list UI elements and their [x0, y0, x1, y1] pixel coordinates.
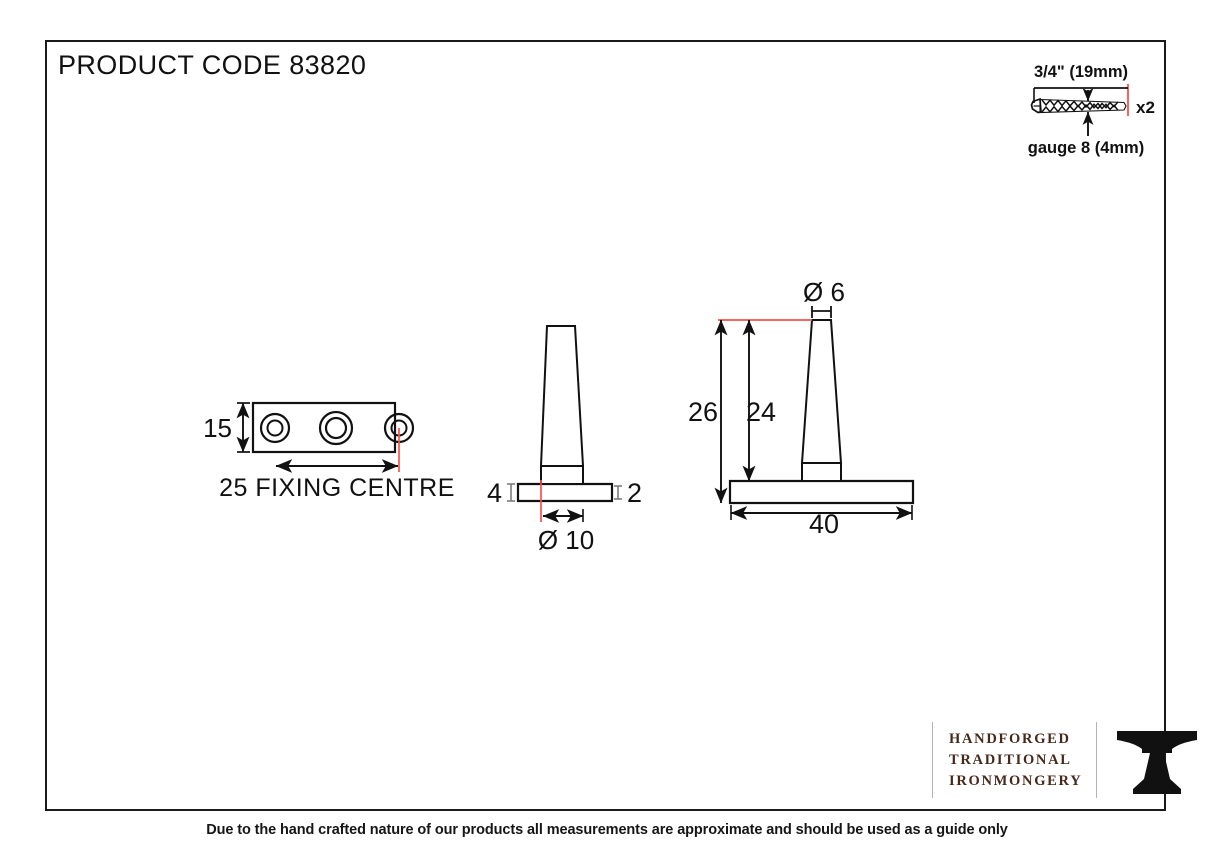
drawing-frame	[45, 40, 1166, 811]
brand-line-1: HANDFORGED	[949, 730, 1071, 747]
anvil-icon	[1097, 723, 1199, 797]
brand-block: HANDFORGED TRADITIONAL IRONMONGERY	[932, 718, 1199, 802]
brand-line-2: TRADITIONAL	[949, 751, 1072, 768]
brand-divider-left	[932, 722, 933, 798]
brand-divider-right	[1096, 722, 1098, 798]
brand-wordmark: HANDFORGED TRADITIONAL IRONMONGERY	[933, 729, 1096, 792]
page-title: PRODUCT CODE 83820	[58, 50, 367, 80]
brand-line-3: IRONMONGERY	[949, 772, 1083, 789]
disclaimer-text: Due to the hand crafted nature of our pr…	[206, 822, 1008, 838]
